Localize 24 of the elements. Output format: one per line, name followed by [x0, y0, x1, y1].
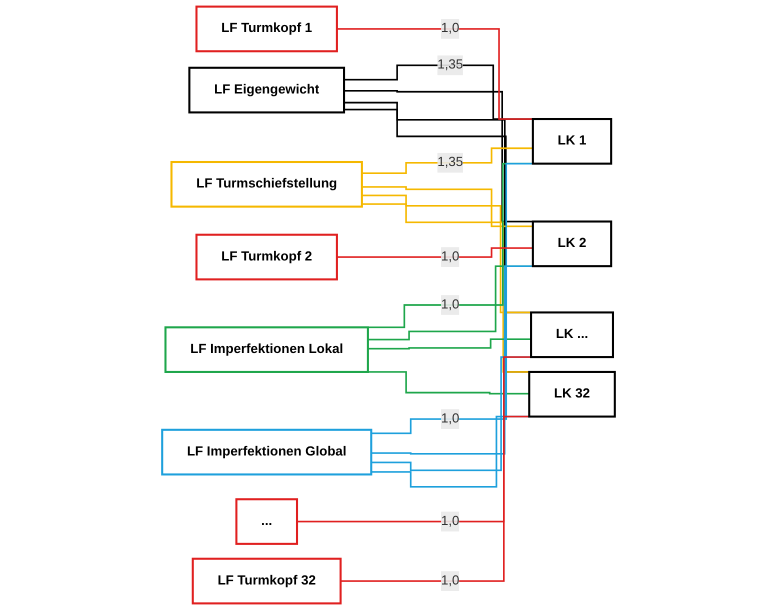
node-box: LF Turmkopf 1 [195, 6, 338, 52]
edge-label: 1,0 [441, 514, 460, 528]
edge-label: 1,35 [437, 155, 464, 170]
node-box: LF Eigengewicht [188, 66, 346, 114]
node-box: LF Imperfektionen Lokal [164, 326, 369, 373]
connector [368, 338, 532, 350]
edge-label: 1,0 [441, 574, 460, 588]
node-box: LF Turmkopf 32 [192, 558, 342, 604]
node-box: ... [235, 498, 298, 545]
node-box: LK 2 [532, 220, 612, 268]
connector [336, 247, 533, 258]
node-box: LF Turmschiefstellung [170, 160, 363, 208]
edge-label: 1,0 [441, 21, 460, 36]
node-box: LK 32 [528, 370, 616, 418]
connector [362, 186, 533, 228]
edge-label: 1,0 [441, 412, 460, 426]
node-box: LK 1 [532, 118, 612, 165]
edge-label: 1,35 [437, 58, 464, 72]
node-box: LF Imperfektionen Global [161, 428, 372, 476]
edge-label: 1,0 [441, 298, 460, 312]
connector [362, 147, 533, 174]
node-box: LK ... [530, 311, 614, 358]
node-box: LF Turmkopf 2 [195, 234, 338, 280]
edge-label: 1,0 [441, 250, 460, 264]
